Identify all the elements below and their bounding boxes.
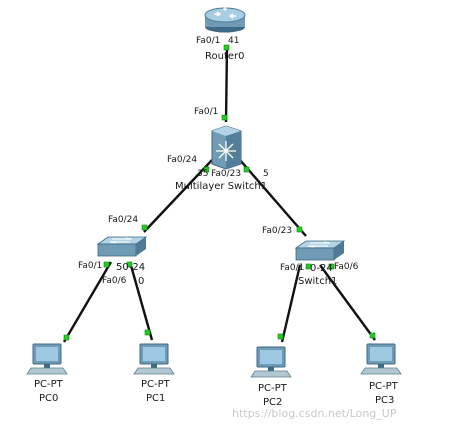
port-label-ml-right: Fa0/23: [211, 169, 242, 179]
device-model-pc3: PC-PT: [369, 381, 398, 392]
device-model-pc0: PC-PT: [34, 379, 63, 390]
link-light: [369, 332, 376, 339]
switch-icon[interactable]: [294, 240, 346, 261]
link-mlswitch1-switch0[interactable]: [143, 159, 213, 233]
link-light: [126, 261, 133, 268]
device-label-mlswitch1: Multilayer Switch1: [175, 181, 268, 192]
device-model-pc2: PC-PT: [258, 383, 287, 394]
pc-icon[interactable]: [250, 346, 292, 378]
port-label-ml-up: Fa0/1: [194, 107, 219, 117]
link-light: [63, 334, 70, 341]
device-model-pc1: PC-PT: [141, 379, 170, 390]
multilayer-switch-icon[interactable]: [211, 125, 242, 170]
port-label-sw0-left: Fa0/1: [78, 261, 103, 271]
port-label-sw0-right: Fa0/6: [102, 276, 127, 286]
link-light: [328, 263, 335, 270]
device-label-router0: Router0: [205, 51, 245, 62]
device-model-ml-tail: 5: [263, 169, 269, 179]
port-label-sw1-left: Fa0/1: [280, 263, 305, 273]
link-switch1-pc2[interactable]: [280, 264, 302, 343]
link-light: [141, 224, 148, 231]
link-light: [203, 166, 210, 173]
link-router0-mlswitch1[interactable]: [224, 45, 229, 123]
router-icon[interactable]: [204, 7, 246, 33]
device-model-switch0-partial: 50-24: [116, 262, 146, 273]
link-switch0-pc1[interactable]: [128, 261, 154, 341]
device-label-pc1: PC1: [146, 393, 166, 404]
device-label-switch1: Switch1: [298, 276, 338, 287]
device-model-switch1-partial: 0-24: [310, 263, 333, 274]
switch-icon[interactable]: [96, 236, 148, 257]
link-light: [277, 333, 284, 340]
pc-icon[interactable]: [133, 343, 175, 375]
link-switch0-pc0[interactable]: [62, 261, 113, 343]
port-label-router0-down: Fa0/1: [196, 36, 221, 46]
device-label-pc2: PC2: [263, 397, 283, 408]
device-label-switch0-partial: 0: [138, 276, 145, 287]
device-label-pc0: PC0: [39, 393, 59, 404]
port-label-router0-extra: 41: [228, 36, 240, 46]
link-light: [305, 263, 312, 270]
port-label-sw0-up: Fa0/24: [108, 215, 139, 225]
link-light: [144, 329, 151, 336]
pc-icon[interactable]: [26, 343, 68, 375]
pc-icon[interactable]: [360, 343, 402, 375]
watermark: https://blog.csdn.net/Long_UP: [232, 407, 397, 420]
link-light: [223, 44, 230, 51]
port-label-sw1-right: Fa0/6: [334, 262, 359, 272]
link-switch1-pc3[interactable]: [319, 264, 376, 341]
link-mlswitch1-switch1[interactable]: [239, 159, 307, 237]
link-light: [221, 114, 228, 121]
link-light: [103, 261, 110, 268]
device-model-ml-partial: 35: [197, 169, 209, 179]
port-label-ml-left: Fa0/24: [167, 155, 198, 165]
link-light: [296, 226, 303, 233]
port-label-sw1-up: Fa0/23: [262, 226, 293, 236]
link-light: [243, 166, 250, 173]
device-label-pc3: PC3: [375, 395, 395, 406]
